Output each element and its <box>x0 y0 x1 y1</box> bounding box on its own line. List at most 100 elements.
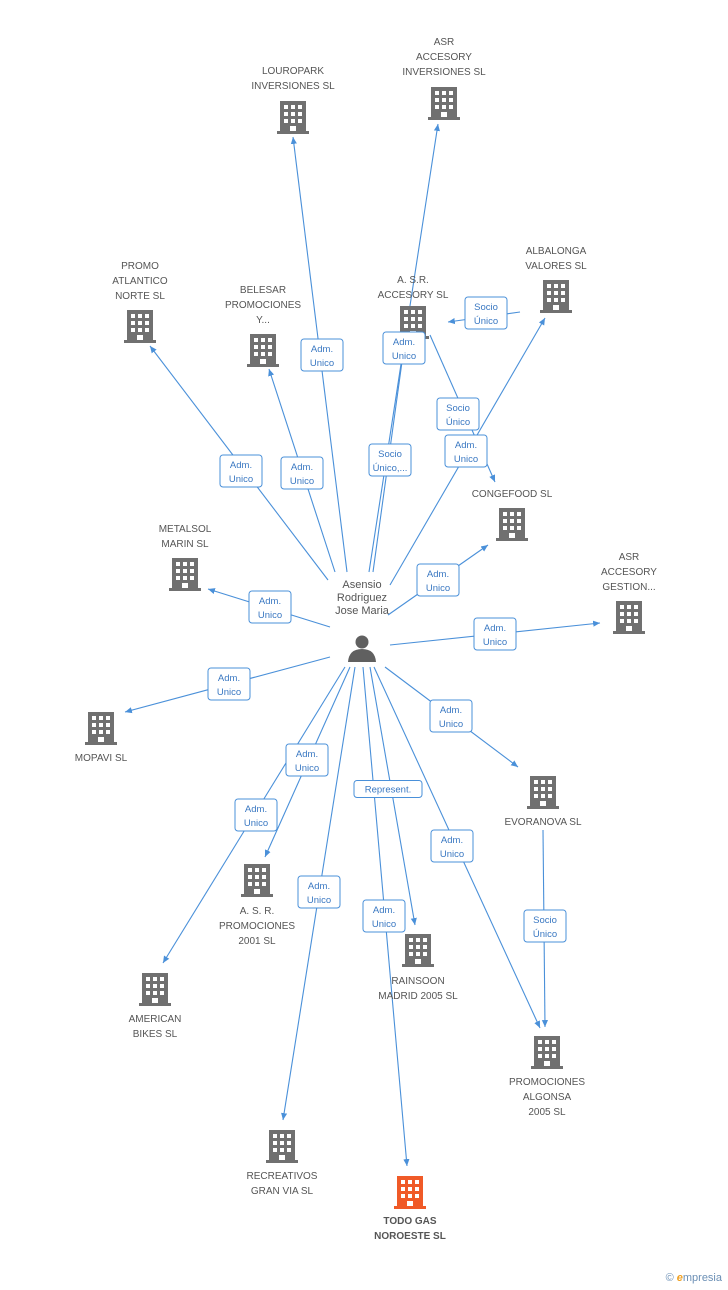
company-name-line: NOROESTE SL <box>374 1231 446 1242</box>
company-name-line: ASR <box>619 552 640 563</box>
brand-name: mpresia <box>682 1272 722 1284</box>
edge-label-text: Socio <box>446 403 470 414</box>
company-node-asr_accesory_sl[interactable]: A. S.R.ACCESORY SL <box>378 275 449 339</box>
edge-label-promo_atlantico[interactable]: Adm.Unico <box>219 454 263 488</box>
edge-label-text: Socio <box>474 302 498 313</box>
edge-label-albalonga[interactable]: Adm. Unico <box>444 434 488 468</box>
company-name-line: BELESAR <box>240 285 286 296</box>
building-icon <box>531 1036 563 1069</box>
brand-footer: © empresia <box>666 1272 722 1284</box>
building-icon <box>124 310 156 343</box>
edge-label-text: Unico <box>439 719 463 730</box>
company-name-line: PROMOCIONES <box>225 300 301 311</box>
edge-label-text: Unico <box>454 454 478 465</box>
company-name-line: 2001 SL <box>238 936 276 947</box>
brand-initial: e <box>676 1272 683 1284</box>
company-name-line: RECREATIVOS <box>247 1171 318 1182</box>
edge-label-text: Unico <box>244 818 268 829</box>
person-name-line: Asensio <box>342 579 381 591</box>
building-icon <box>139 973 171 1006</box>
edge-label-text: Unico <box>258 610 282 621</box>
edge-label-asr_promociones[interactable]: Adm.Unico <box>285 743 329 777</box>
edge-label-box <box>248 590 292 624</box>
edge-label-box <box>280 456 324 490</box>
building-icon <box>527 776 559 809</box>
edge-label-box <box>429 699 473 733</box>
company-name-line: ALBALONGA <box>526 246 587 257</box>
building-icon <box>394 1176 426 1209</box>
company-node-congefood[interactable]: CONGEFOOD SL <box>472 489 553 541</box>
company-name-line: ACCESORY <box>601 567 657 578</box>
edge-label-box <box>464 296 508 330</box>
edge-label-asr_gestion[interactable]: Adm.Unico <box>473 617 517 651</box>
company-name-line: A. S. R. <box>240 906 274 917</box>
building-icon <box>496 508 528 541</box>
edge-label-asr_accesory_inv[interactable]: Adm.Unico <box>382 331 426 365</box>
edge-label-recreativos[interactable]: Adm.Unico <box>297 875 341 909</box>
company-name-line: ACCESORY <box>416 52 472 63</box>
edge-label-box <box>382 331 426 365</box>
edge-label-louropark[interactable]: Adm. Unico <box>300 338 344 372</box>
company-name-line: VALORES SL <box>525 261 587 272</box>
edge-label-text: Unico <box>440 849 464 860</box>
edge-label-text: Unico <box>372 919 396 930</box>
edge-label-text: Adm. <box>259 596 281 607</box>
edge-label-evoranova[interactable]: Adm. Unico <box>429 699 473 733</box>
company-name-line: ASR <box>434 37 455 48</box>
edge-label-congefood[interactable]: Adm.Unico <box>416 563 460 597</box>
edge-label-box <box>523 909 567 943</box>
edge-label-belesar[interactable]: Adm.Unico <box>280 456 324 490</box>
edge-label-text: Socio <box>533 915 557 926</box>
company-name-line: ALGONSA <box>523 1092 572 1103</box>
company-name-line: ATLANTICO <box>112 276 168 287</box>
company-name-line: CONGEFOOD SL <box>472 489 553 500</box>
edge-label-text: Único,... <box>373 463 408 474</box>
edge-label-text: Adm. <box>373 905 395 916</box>
company-node-belesar[interactable]: BELESARPROMOCIONESY... <box>225 285 301 367</box>
edge-label-text: Unico <box>310 358 334 369</box>
edge-label-promociones_algonsa[interactable]: Adm.Unico <box>430 829 474 863</box>
edge-label-text: Adm. <box>455 440 477 451</box>
edge-label-text: Único <box>533 929 557 940</box>
company-node-albalonga[interactable]: ALBALONGA VALORES SL <box>525 246 587 313</box>
company-name-line: GESTION... <box>602 582 655 593</box>
edge-label-text: Adm. <box>308 881 330 892</box>
edge-label-text: Adm. <box>440 705 462 716</box>
edge-label-text: Adm. <box>393 337 415 348</box>
edge-label-text: Adm. <box>230 460 252 471</box>
edge-label-rainsoon[interactable]: Adm. Unico <box>362 899 406 933</box>
company-name-line: PROMO <box>121 261 159 272</box>
edge-label-text: Único <box>474 316 498 327</box>
company-name-line: PROMOCIONES <box>509 1077 585 1088</box>
edge-label-todo_gas[interactable]: Represent. <box>353 780 423 798</box>
edge-label-mopavi[interactable]: Adm.Unico <box>207 667 251 701</box>
edge-label-box <box>353 780 423 798</box>
edge-label-text: Unico <box>295 763 319 774</box>
company-node-asr_gestion[interactable]: ASR ACCESORY GESTION... <box>601 552 657 634</box>
edge-label-asr_accesory_sl[interactable]: SocioÚnico,... <box>368 443 412 477</box>
edge-label-text: Unico <box>483 637 507 648</box>
building-icon <box>540 280 572 313</box>
edge-label-text: Adm. <box>311 344 333 355</box>
edge-label-american_bikes[interactable]: Adm.Unico <box>234 798 278 832</box>
company-node-mopavi[interactable]: MOPAVI SL <box>75 712 128 764</box>
edge-label-metalsol[interactable]: Adm. Unico <box>248 590 292 624</box>
edge-label-text: Adm. <box>291 462 313 473</box>
building-icon <box>277 101 309 134</box>
company-node-evoranova[interactable]: EVORANOVA SL <box>504 776 582 828</box>
